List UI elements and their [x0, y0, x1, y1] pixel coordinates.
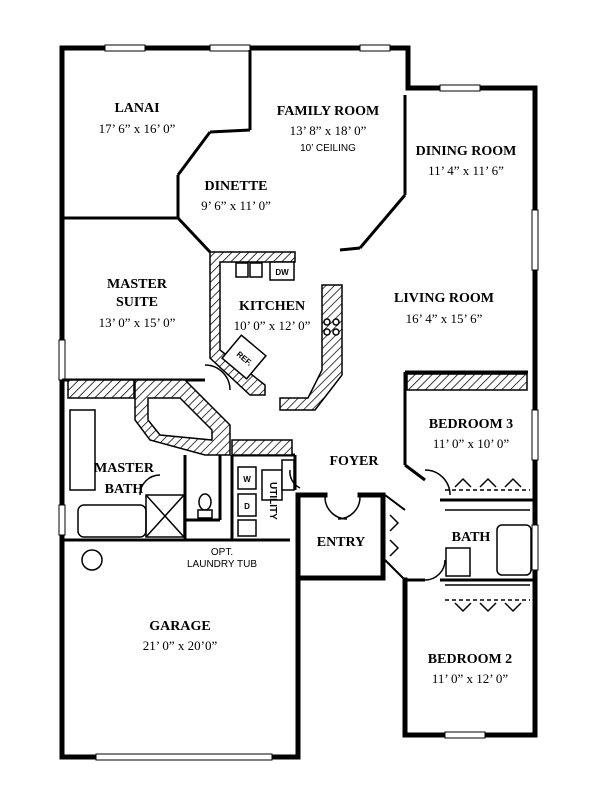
dinette-dim: 9’ 6” x 11’ 0”	[201, 198, 271, 213]
door-swings	[139, 364, 522, 613]
master-suite-name-2: SUITE	[116, 295, 158, 310]
laundry-fixtures	[237, 459, 295, 537]
room-labels: LANAI 17’ 6” x 16’ 0” FAMILY ROOM 13’ 8”…	[94, 101, 516, 686]
laundry-tub-label-1: OPT.	[211, 547, 233, 558]
water-heater	[81, 549, 103, 571]
closet-shelf	[406, 373, 528, 391]
lanai-dim: 17’ 6” x 16’ 0”	[99, 121, 176, 136]
bath-name: BATH	[452, 530, 491, 545]
washer-label: W	[243, 475, 251, 484]
hall-bath-fixtures	[445, 489, 532, 601]
laundry-tub-label-2: LAUNDRY TUB	[187, 559, 257, 570]
lanai-name: LANAI	[114, 101, 159, 116]
family-room-name: FAMILY ROOM	[277, 104, 380, 119]
master-suite-dim: 13’ 0” x 15’ 0”	[99, 315, 176, 330]
master-bath-name-1: MASTER	[94, 461, 155, 476]
family-room-dim: 13’ 8” x 18’ 0”	[290, 123, 367, 138]
interior-walls	[62, 50, 535, 582]
master-suite-name-1: MASTER	[107, 277, 168, 292]
foyer-name: FOYER	[330, 454, 380, 469]
dishwasher-label: DW	[275, 268, 289, 277]
windows	[58, 44, 539, 761]
dining-room-name: DINING ROOM	[416, 144, 517, 159]
utility-name: UTILITY	[267, 482, 278, 520]
living-room-name: LIVING ROOM	[394, 291, 494, 306]
garage-name: GARAGE	[149, 619, 210, 634]
dinette-name: DINETTE	[204, 179, 267, 194]
bedroom-2-dim: 11’ 0” x 12’ 0”	[432, 671, 509, 686]
entry-name: ENTRY	[317, 535, 366, 550]
kitchen-counters	[209, 251, 343, 411]
kitchen-name: KITCHEN	[239, 299, 305, 314]
dining-room-dim: 11’ 4” x 11’ 6”	[428, 163, 504, 178]
bedroom-2-name: BEDROOM 2	[428, 652, 512, 667]
dryer-label: D	[244, 502, 250, 511]
family-room-note: 10’ CEILING	[300, 143, 356, 154]
kitchen-dim: 10’ 0” x 12’ 0”	[234, 318, 311, 333]
living-room-dim: 16’ 4” x 15’ 6”	[406, 311, 483, 326]
garage-dim: 21’ 0” x 20’0”	[143, 638, 218, 653]
master-bath-name-2: BATH	[105, 482, 144, 497]
bedroom-3-dim: 11’ 0” x 10’ 0”	[433, 436, 510, 451]
master-bath-fixtures	[67, 379, 293, 538]
bedroom-3-name: BEDROOM 3	[429, 417, 513, 432]
